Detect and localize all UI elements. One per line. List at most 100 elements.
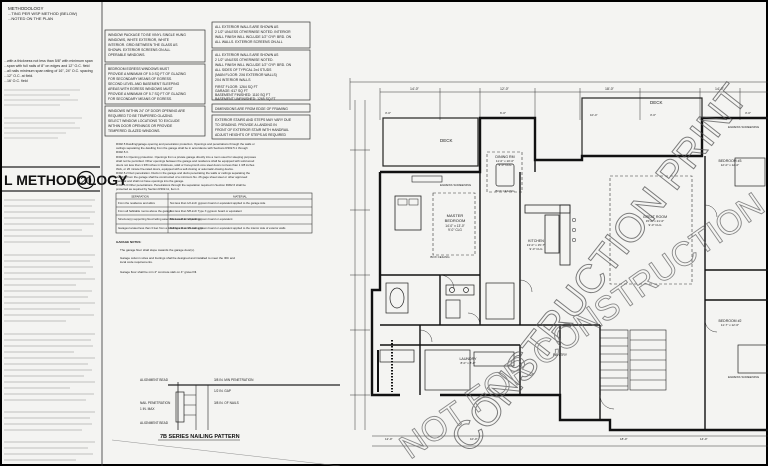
door-swings <box>419 204 718 410</box>
svg-text:TEMPERED GLAZED WINDOWS.: TEMPERED GLAZED WINDOWS. <box>108 129 160 133</box>
svg-text:BEDROOM #2: BEDROOM #2 <box>719 319 742 323</box>
svg-text:18'-0": 18'-0" <box>605 87 615 91</box>
svg-text:Structure(s) supporting floor/: Structure(s) supporting floor/ceiling as… <box>118 217 201 221</box>
wall-finish-note: ALL EXTERIOR WALLS ARE SHOWN AS 2 1/2" U… <box>215 53 292 82</box>
section-title: L METHODOLOGY <box>4 172 128 188</box>
svg-text:10'-0": 10'-0" <box>470 437 478 441</box>
svg-text:SHOWN. EXTERIOR SCREENS ON ALL: SHOWN. EXTERIOR SCREENS ON ALL <box>108 48 170 52</box>
svg-text:ADJUST HEIGHTS OF STEPS AS REQ: ADJUST HEIGHTS OF STEPS AS REQUIRED <box>215 133 287 137</box>
header-line-2: ...TING PER WSP METHOD (BELOW) <box>8 11 78 16</box>
bedroom-3: BEDROOM #3 12'-0" x 12'-0" EGRESS SCREEN… <box>719 125 766 187</box>
svg-text:14'-0": 14'-0" <box>715 87 725 91</box>
svg-text:EXTERIOR STAIRS AND STEPS MAY: EXTERIOR STAIRS AND STEPS MAY VARY DUE <box>215 118 292 122</box>
svg-text:2X4 INTERIOR WALLS: 2X4 INTERIOR WALLS <box>215 78 251 82</box>
svg-text:EGRESS SCREENING: EGRESS SCREENING <box>728 375 760 379</box>
svg-text:12'-0": 12'-0" <box>500 87 510 91</box>
square-footage-note: FIRST FLOOR: 1264 SQ FT GARAGE: 617 SQ F… <box>215 85 276 101</box>
svg-text:1/2 IN. GAP: 1/2 IN. GAP <box>214 389 231 393</box>
svg-text:INTERIOR. GRID BETWEEN THE GLA: INTERIOR. GRID BETWEEN THE GLASS AS <box>108 43 178 47</box>
svg-text:FOR SECONDARY MEANS OF EGRESS.: FOR SECONDARY MEANS OF EGRESS. <box>108 97 172 101</box>
svg-text:ALL WALLS. EXTERIOR SCREENS ON: ALL WALLS. EXTERIOR SCREENS ON ALL <box>215 40 283 44</box>
svg-text:DECK: DECK <box>650 100 663 105</box>
svg-text:...16' O.C. field: ...16' O.C. field <box>4 79 28 83</box>
svg-text:R302.5.2 Duct penetration. Duc: R302.5.2 Duct penetration. Ducts in the … <box>116 171 250 175</box>
svg-text:12'-0": 12'-0" <box>385 437 393 441</box>
svg-text:11'-7" x 12'-6": 11'-7" x 12'-6" <box>721 323 739 327</box>
garage-notes: GARAGE NOTES: The garage floor shall slo… <box>116 240 235 274</box>
box-ceiling-outline <box>432 192 476 256</box>
svg-text:Garage floor shall be min 4" c: Garage floor shall be min 4" concrete sl… <box>120 270 197 274</box>
svg-text:2 1/2" UNLESS OTHERWISE NOTED.: 2 1/2" UNLESS OTHERWISE NOTED. <box>215 58 273 62</box>
floor-plan: 14'-0" 12'-0" 18'-0" 14'-0" DECK DECK <box>349 78 768 447</box>
svg-text:GARAGE: 617 SQ FT: GARAGE: 617 SQ FT <box>215 89 248 93</box>
svg-text:WINDOWS, WHITE EXTERIOR, WHITE: WINDOWS, WHITE EXTERIOR, WHITE <box>108 38 170 42</box>
title-number-circle <box>76 170 96 190</box>
svg-text:ceilings separating the dwelli: ceilings separating the dwelling from th… <box>116 146 248 150</box>
svg-text:material and shall not have op: material and shall not have openings int… <box>116 179 184 183</box>
left-notes: METHODOLOGY ...TING PER WSP METHOD (BELO… <box>2 2 128 466</box>
svg-text:BOX CEILING: BOX CEILING <box>495 189 515 193</box>
dining-room: DINING RM 11'-0" x 10'-0" 9'-0" CLG BOX … <box>486 151 523 193</box>
methodology-text-lines <box>4 199 95 461</box>
svg-text:SEPARATION: SEPARATION <box>131 195 149 199</box>
svg-text:ALIGNMENT BEAD: ALIGNMENT BEAD <box>140 378 169 382</box>
svg-text:REQUIRED TO BE TEMPERED GLAZIN: REQUIRED TO BE TEMPERED GLAZING. <box>108 114 173 118</box>
svg-text:ALL EXTERIOR WALLS ARE SHOWN A: ALL EXTERIOR WALLS ARE SHOWN AS <box>215 25 279 29</box>
svg-text:NAIL PENETRATION: NAIL PENETRATION <box>140 401 171 405</box>
svg-text:PROVIDE A MINIMUM OF 5.0 SQ FT: PROVIDE A MINIMUM OF 5.0 SQ FT OF GLAZIN… <box>108 72 186 76</box>
svg-text:ALL EXTERIOR WALLS ARE SHOWN A: ALL EXTERIOR WALLS ARE SHOWN AS <box>215 53 279 57</box>
window-package-note: WINDOW PACKAGE TO BE VINYL SINGLE HUNG W… <box>108 33 186 57</box>
svg-text:R302.5 Dwelling/garage opening: R302.5 Dwelling/garage opening and penet… <box>116 142 255 146</box>
svg-text:The garage floor shall slope t: The garage floor shall slope towards the… <box>120 248 195 252</box>
header-line-3: ...NOTED ON THE PLAN <box>8 16 53 21</box>
svg-text:dwelling from the garage shall: dwelling from the garage shall be constr… <box>116 175 248 179</box>
svg-text:DECK: DECK <box>440 138 453 143</box>
svg-text:WINDOWS WITHIN 24" OF DOOR OPE: WINDOWS WITHIN 24" OF DOOR OPENING ARE <box>108 109 186 113</box>
svg-text:Not less than 1/2-inch gypsum: Not less than 1/2-inch gypsum board or e… <box>170 226 286 230</box>
notes-boxes: WINDOW PACKAGE TO BE VINYL SINGLE HUNG W… <box>104 21 311 140</box>
svg-text:DINING RM: DINING RM <box>495 155 514 159</box>
svg-text:6'-0": 6'-0" <box>500 111 506 115</box>
left-text-block-top: ...with a thickness not less than 5/8" w… <box>4 59 93 83</box>
svg-text:R302.5.3.: R302.5.3. <box>116 150 129 154</box>
exterior-walls <box>370 116 768 432</box>
svg-text:ALL SIDES OF TYPICAL 2x4 STUDS: ALL SIDES OF TYPICAL 2x4 STUDS <box>215 68 272 72</box>
svg-text:SECOND LEVEL AND BASEMENT SLEE: SECOND LEVEL AND BASEMENT SLEEPING <box>108 82 180 86</box>
svg-text:BEDROOM EGRESS WINDOWS MUST: BEDROOM EGRESS WINDOWS MUST <box>108 67 169 71</box>
bed-icon <box>394 195 422 231</box>
svg-text:...all nails minimum span rati: ...all nails minimum span rating of 16",… <box>4 69 93 73</box>
svg-text:KITCHEN: KITCHEN <box>528 239 544 243</box>
svg-text:Not less than 5/8-inch Type X: Not less than 5/8-inch Type X gypsum boa… <box>170 209 242 213</box>
pantry-label: PANTRY <box>553 353 568 357</box>
svg-text:9'-0" CLG: 9'-0" CLG <box>530 247 544 251</box>
svg-text:From all habitable rooms above: From all habitable rooms above the garag… <box>118 209 172 213</box>
svg-text:GREAT ROOM: GREAT ROOM <box>643 215 667 219</box>
svg-text:R302.5.3 Other penetrations. P: R302.5.3 Other penetrations. Penetration… <box>116 183 246 187</box>
top-dimension-lines <box>349 78 768 120</box>
svg-text:OPERABLE WINDOWS.: OPERABLE WINDOWS. <box>108 53 145 57</box>
kitchen-island <box>544 214 560 254</box>
svg-text:SELECT WINDOW LOCATIONS TO EXC: SELECT WINDOW LOCATIONS TO EXCLUDE <box>108 119 180 123</box>
exterior-walls-note: ALL EXTERIOR WALLS ARE SHOWN AS 2 1/2" U… <box>215 25 292 44</box>
nailing-pattern-title: 7B SERIES NAILING PATTERN <box>160 434 240 440</box>
kitchen: KITCHEN 13'-0" x 15'-7" 9'-0" CLG <box>524 204 577 266</box>
svg-text:From the residence and attics: From the residence and attics <box>118 201 155 205</box>
svg-text:18'-0": 18'-0" <box>620 437 628 441</box>
nailing-pattern-detail: ALIGNMENT BEAD 3/8 IN. MIN PENETRATION 1… <box>111 378 341 466</box>
svg-text:14'-0": 14'-0" <box>410 87 420 91</box>
svg-text:GARAGE NOTES:: GARAGE NOTES: <box>116 240 141 244</box>
code-notes: R302.5 Dwelling/garage opening and penet… <box>115 142 313 274</box>
master-bedroom: MASTER BEDROOM 14'-0" x 13'-0" 9'-0" CLG… <box>394 175 476 259</box>
left-text-lines-top <box>4 89 82 139</box>
svg-text:3/8 IN. MIN PENETRATION: 3/8 IN. MIN PENETRATION <box>214 378 254 382</box>
great-room: GREAT ROOM 15'-0" x 21'-0" 9'-0" CLG <box>609 175 693 285</box>
svg-text:R302.5.1 Opening protection. O: R302.5.1 Opening protection. Openings fr… <box>116 155 257 159</box>
master-bath-fixtures <box>379 282 515 391</box>
svg-text:10'-4": 10'-4" <box>590 113 598 117</box>
svg-text:3'-0": 3'-0" <box>385 111 391 115</box>
svg-text:shall not be permitted. Other: shall not be permitted. Other openings b… <box>116 159 255 163</box>
interior-walls <box>380 156 768 430</box>
svg-text:Not less than 1/2-inch gypsum: Not less than 1/2-inch gypsum board or e… <box>170 217 233 221</box>
